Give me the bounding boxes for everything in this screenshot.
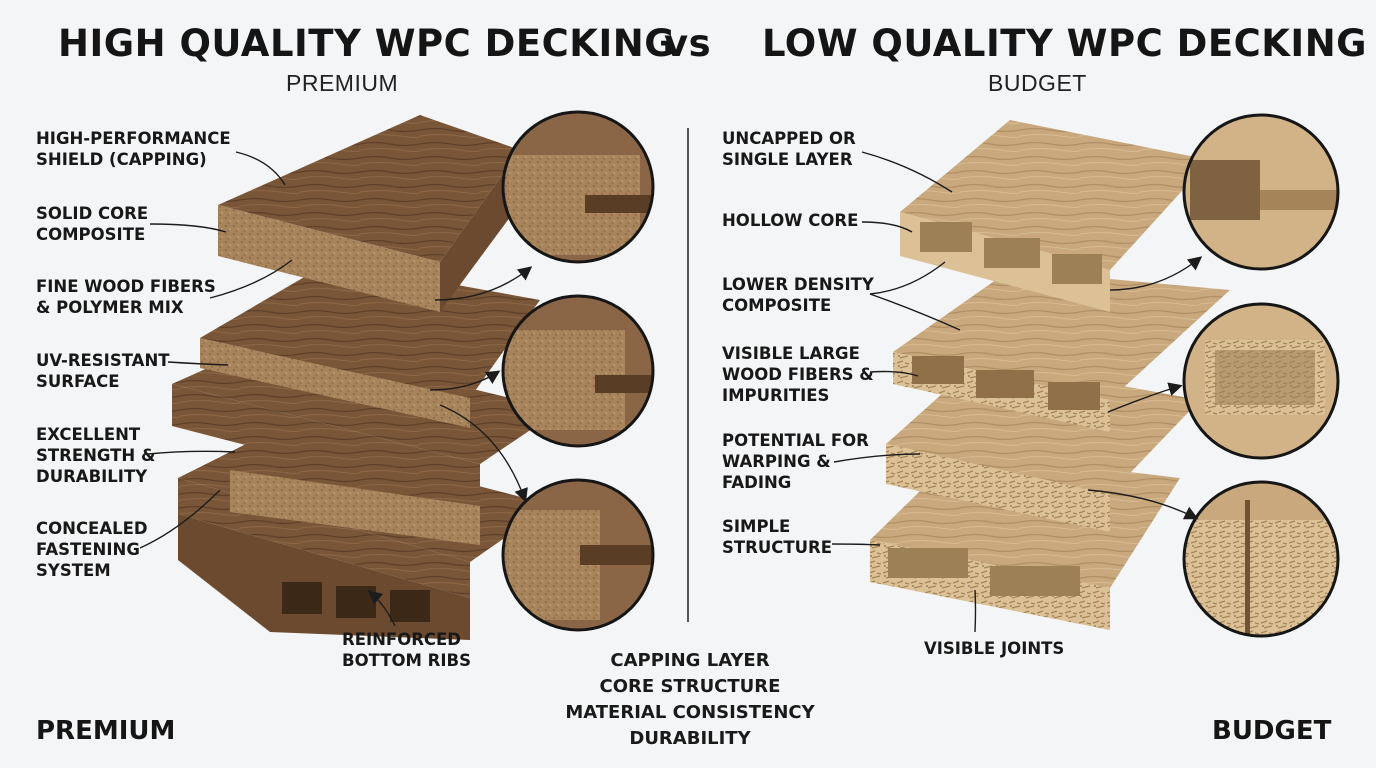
premium-zoom-fibers: [501, 478, 655, 632]
premium-subtitle: PREMIUM: [286, 70, 399, 96]
budget-leader-lines: [831, 151, 1203, 633]
budget-title: LOW QUALITY WPC DECKING: [762, 22, 1368, 65]
budget-board-1: [900, 120, 1210, 312]
premium-leader-lines: [139, 151, 533, 627]
label-hollow-core: HOLLOW CORE: [722, 211, 859, 230]
comparison-item: CAPPING LAYER: [610, 650, 770, 671]
label-visible-joints: VISIBLE JOINTS: [924, 639, 1065, 658]
budget-board-2: [893, 270, 1230, 432]
comparison-item: MATERIAL CONSISTENCY: [565, 702, 815, 723]
premium-zoom-capping: [501, 110, 655, 264]
footer-budget: BUDGET: [1212, 716, 1332, 746]
premium-board-1: [218, 115, 530, 312]
footer-premium: PREMIUM: [36, 716, 176, 746]
comparison-item: DURABILITY: [629, 728, 751, 749]
vs-label: vs: [664, 22, 712, 65]
premium-zoom-core: [501, 294, 655, 448]
budget-zoom-impurities: [1182, 302, 1340, 460]
premium-title: HIGH QUALITY WPC DECKING: [58, 22, 676, 65]
budget-zoom-hollow: [1182, 113, 1340, 271]
budget-zoom-joints: [1182, 480, 1340, 638]
comparison-item: CORE STRUCTURE: [599, 676, 781, 697]
label-fine-fibers: FINE WOOD FIBERS& POLYMER MIX: [36, 277, 216, 317]
premium-board-2: [200, 262, 540, 428]
budget-subtitle: BUDGET: [988, 70, 1087, 96]
comparison-points: CAPPING LAYER CORE STRUCTURE MATERIAL CO…: [520, 648, 860, 752]
